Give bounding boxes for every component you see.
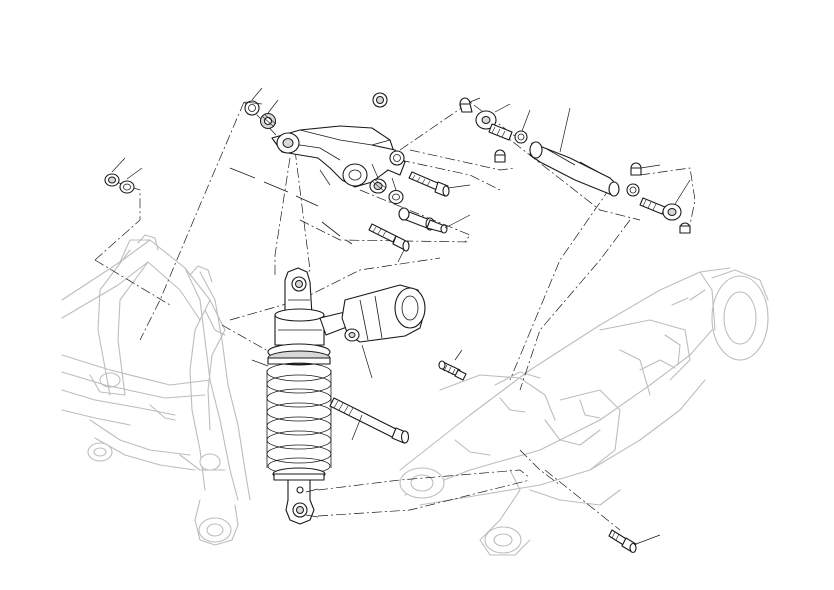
rocker-bearing-stack bbox=[244, 87, 279, 129]
tie-rod-assembly bbox=[459, 97, 691, 234]
rear-shock-absorber bbox=[251, 267, 426, 525]
frame-ghost bbox=[61, 234, 251, 546]
pivot-bolt-shadow bbox=[229, 167, 353, 245]
rocker-bush-top bbox=[369, 92, 404, 205]
swingarm-ghost bbox=[399, 267, 769, 556]
left-spacer-pair bbox=[104, 157, 143, 194]
rocker-bolts bbox=[368, 171, 471, 263]
shock-mounting-bolt bbox=[329, 397, 410, 444]
rocker-linkage bbox=[271, 125, 406, 188]
small-bolts bbox=[438, 349, 661, 554]
